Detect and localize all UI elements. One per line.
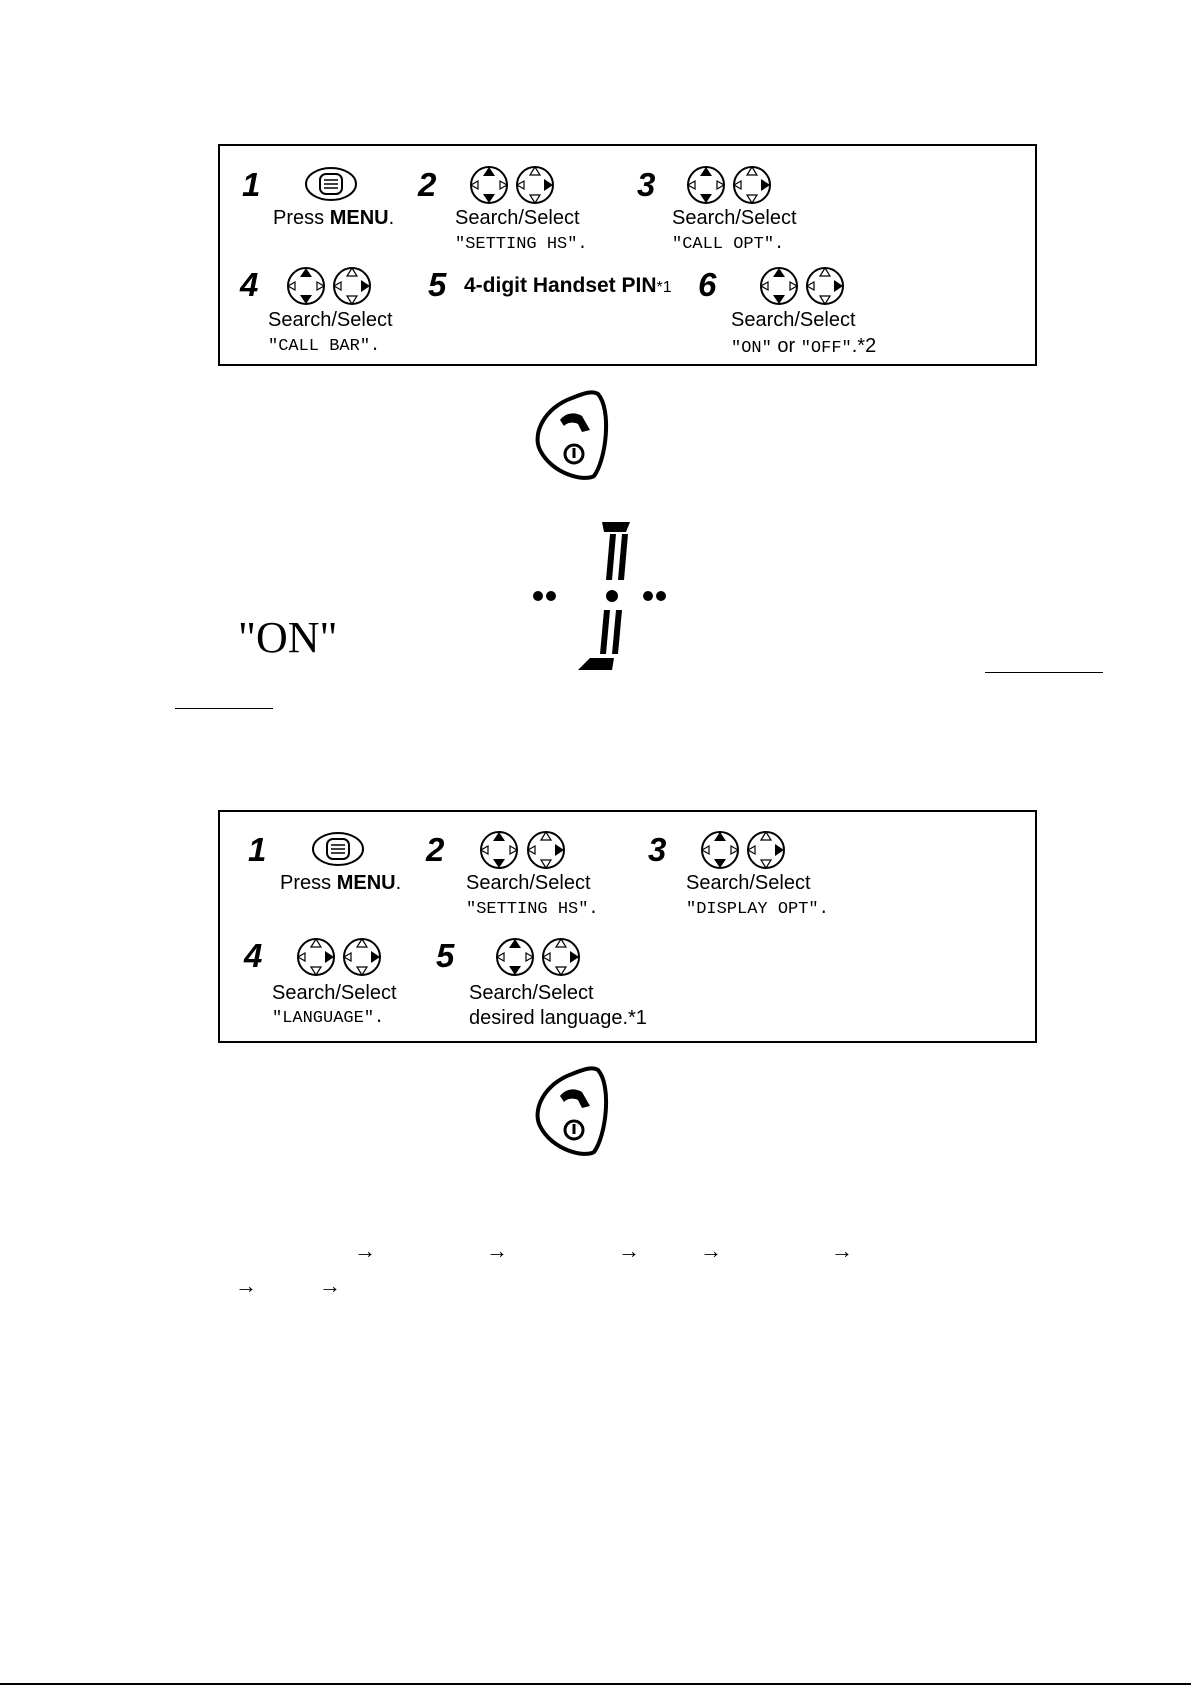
navigator-up-down-icon — [687, 166, 725, 204]
handset-pin-label: 4-digit Handset PIN*1 — [464, 274, 672, 297]
off-button-icon — [535, 390, 609, 480]
step-value: "SETTING HS". — [466, 900, 599, 919]
menu-button-icon — [312, 832, 364, 866]
step-number: 4 — [244, 937, 263, 974]
navigator-up-down-icon — [470, 166, 508, 204]
step-number: 5 — [428, 266, 447, 303]
navigator-left-right-icon — [527, 831, 565, 869]
arrow: → — [700, 1238, 722, 1263]
navigator-up-down-icon — [760, 267, 798, 305]
arrow: → — [235, 1273, 257, 1298]
arrow: → — [486, 1238, 508, 1263]
lcd-segment-icon — [533, 522, 666, 670]
step-value: "CALL OPT". — [672, 235, 785, 254]
step-label: Press MENU. — [280, 872, 402, 894]
step-number: 3 — [648, 831, 667, 868]
navigator-up-down-icon — [480, 831, 518, 869]
step-label: Press MENU. — [273, 207, 395, 229]
procedure-box-1 — [218, 144, 1037, 366]
page-bottom-rule — [0, 1683, 1191, 1685]
display-on-text: "ON" — [238, 613, 338, 662]
arrow: → — [831, 1238, 853, 1263]
step-value: "DISPLAY OPT". — [686, 900, 829, 919]
procedure-box-2 — [218, 810, 1037, 1043]
step-value: "CALL BAR". — [268, 337, 381, 356]
navigator-left-right-icon — [516, 166, 554, 204]
step-number: 1 — [248, 831, 267, 868]
step-label: Search/Select — [686, 872, 811, 894]
navigator-left-right-icon — [733, 166, 771, 204]
step-label: Search/Select — [731, 309, 856, 331]
step-number: 4 — [240, 266, 259, 303]
step-value: "ON" or "OFF".*2 — [731, 335, 877, 358]
navigator-left-right-icon — [747, 831, 785, 869]
navigator-left-right-icon — [333, 267, 371, 305]
step-label: Search/Select — [455, 207, 580, 229]
step-number: 2 — [418, 166, 437, 203]
step-number: 2 — [426, 831, 445, 868]
arrow: → — [354, 1238, 376, 1263]
step-value: "LANGUAGE". — [272, 1009, 385, 1028]
step-value: "SETTING HS". — [455, 235, 588, 254]
menu-button-icon — [305, 167, 357, 201]
off-button-icon — [535, 1066, 609, 1156]
step-label: Search/Select — [272, 982, 397, 1004]
step-label: Search/Select — [672, 207, 797, 229]
underline — [175, 708, 273, 709]
underline — [985, 672, 1103, 673]
arrow: → — [618, 1238, 640, 1263]
navigator-left-right-icon — [542, 938, 580, 976]
step-label: Search/Select — [268, 309, 393, 331]
step-number: 6 — [698, 266, 717, 303]
step-label: Search/Select — [469, 982, 594, 1004]
step-value: desired language.*1 — [469, 1007, 647, 1029]
step-number: 3 — [637, 166, 656, 203]
step-number: 1 — [242, 166, 261, 203]
arrow: → — [319, 1273, 341, 1298]
navigator-left-right-icon — [297, 938, 335, 976]
navigator-up-down-icon — [701, 831, 739, 869]
navigator-left-right-icon — [806, 267, 844, 305]
step-number: 5 — [436, 937, 455, 974]
navigator-up-down-icon — [496, 938, 534, 976]
navigator-up-down-icon — [287, 267, 325, 305]
step-label: Search/Select — [466, 872, 591, 894]
navigator-left-right-icon — [343, 938, 381, 976]
